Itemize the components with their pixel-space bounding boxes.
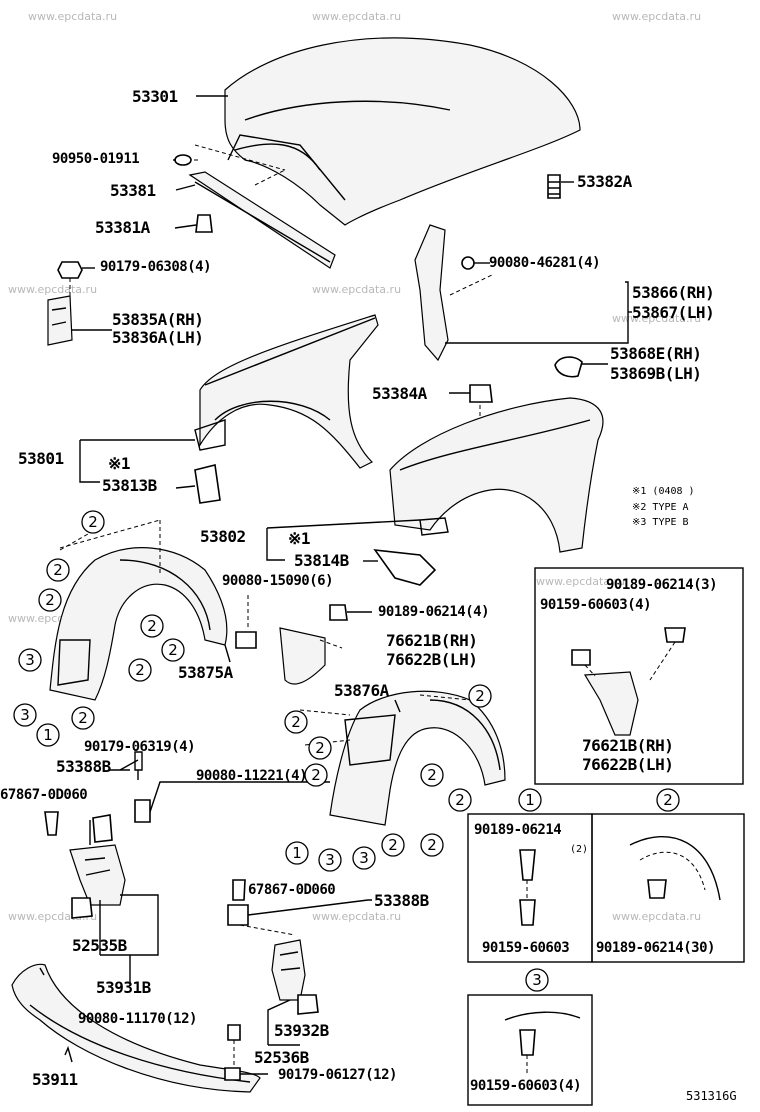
part-label-53381: 53381 — [110, 181, 156, 200]
part-label-90080-11221: 90080-11221(4) — [196, 768, 308, 784]
part-label-53802: 53802 — [200, 527, 246, 546]
part-label-90950-01911: 90950-01911 — [52, 151, 140, 167]
svg-text:1: 1 — [525, 791, 535, 809]
svg-text:2: 2 — [291, 713, 301, 731]
watermark: www.epcdata.ru — [612, 312, 702, 325]
part-label-53813B: 53813B — [102, 476, 157, 495]
part-label-76622B-type-a: 76622B(LH) — [386, 650, 478, 669]
watermark: www.epcdata.ru — [612, 910, 702, 923]
part-label-90159-60603-box1: 90159-60603 — [482, 940, 570, 956]
part-label-76621B-type-b: 76621B(RH) — [582, 736, 674, 755]
part-label-90080-46281: 90080-46281(4) — [489, 255, 601, 271]
part-label-53931B: 53931B — [96, 978, 151, 997]
svg-text:2: 2 — [53, 561, 63, 579]
part-label-90080-11170: 90080-11170(12) — [78, 1011, 197, 1027]
part-label-90189-06214-box1: 90189-06214 — [474, 822, 562, 838]
part-label-53876A: 53876A — [334, 681, 389, 700]
part-label-90080-15090: 90080-15090(6) — [222, 573, 334, 589]
svg-text:2: 2 — [475, 687, 485, 705]
part-label-53384A: 53384A — [372, 384, 427, 403]
svg-text:2: 2 — [45, 591, 55, 609]
part-label-76622B-type-b: 76622B(LH) — [582, 755, 674, 774]
part-label-53875A: 53875A — [178, 663, 233, 682]
part-label-90159-60603-box3: 90159-60603(4) — [470, 1078, 582, 1094]
left-fender-part — [194, 314, 379, 469]
svg-text:2: 2 — [663, 791, 673, 809]
watermark: www.epcdata.ru — [28, 10, 118, 23]
svg-text:3: 3 — [325, 851, 335, 869]
watermark: www.epcdata.ru — [312, 10, 402, 23]
part-label-90159-60603-4: 90159-60603(4) — [540, 597, 652, 613]
part-label-90189-06214-4: 90189-06214(4) — [378, 604, 490, 620]
part-label-53868E: 53868E(RH) — [610, 344, 702, 363]
part-label-90179-06127: 90179-06127(12) — [278, 1067, 397, 1083]
part-label-53835A: 53835A(RH) — [112, 310, 204, 329]
svg-text:2: 2 — [455, 791, 465, 809]
right-fender-part — [389, 397, 604, 553]
part-label-53388B-left: 53388B — [56, 757, 111, 776]
part-label-53836A: 53836A(LH) — [112, 328, 204, 347]
svg-text:2: 2 — [427, 766, 437, 784]
part-label-53866: 53866(RH) — [632, 283, 715, 302]
part-label-90189-06214-3: 90189-06214(3) — [606, 577, 718, 593]
part-label-67867-0D060-right: 67867-0D060 — [248, 882, 336, 898]
part-label-90189-06214-box2: 90189-06214(30) — [596, 940, 715, 956]
part-label-52535B: 52535B — [72, 936, 127, 955]
part-label-67867-0D060-left: 67867-0D060 — [0, 787, 88, 803]
part-label-53814B: 53814B — [294, 551, 349, 570]
svg-text:2: 2 — [88, 513, 98, 531]
watermark: www.epcdata.ru — [312, 283, 402, 296]
hood-hinge-part — [414, 224, 493, 362]
left-fender-liner-part — [49, 519, 228, 701]
hood-seal-part — [188, 171, 336, 269]
figure-reference: 531316G — [686, 1089, 737, 1103]
callout-circles: 2 2 2 2 3 2 2 3 2 1 2 2 2 2 2 2 1 3 3 2 … — [13, 510, 680, 992]
part-label-53932B: 53932B — [274, 1021, 329, 1040]
part-label-53388B-right: 53388B — [374, 891, 429, 910]
ref-mark-1: ※1 — [108, 454, 131, 473]
part-label-53301: 53301 — [132, 87, 178, 106]
svg-text:3: 3 — [532, 971, 542, 989]
part-label-90179-06319: 90179-06319(4) — [84, 739, 196, 755]
svg-text:1: 1 — [43, 726, 53, 744]
note-3: ※3 TYPE B — [632, 517, 689, 528]
watermark: www.epcdata.ru — [612, 10, 702, 23]
part-label-53911: 53911 — [32, 1070, 78, 1089]
watermark: www.epcdata.ru — [312, 910, 402, 923]
svg-text:2: 2 — [78, 709, 88, 727]
svg-text:3: 3 — [25, 651, 35, 669]
part-label-53869B: 53869B(LH) — [610, 364, 702, 383]
svg-text:2: 2 — [147, 617, 157, 635]
right-fender-liner-part — [299, 690, 506, 826]
part-label-53801: 53801 — [18, 449, 64, 468]
svg-text:3: 3 — [20, 706, 30, 724]
ref-mark-2: ※1 — [288, 529, 311, 548]
watermark: www.epcdata.ru — [536, 575, 626, 588]
watermark: www.epcdata.ru — [8, 283, 98, 296]
part-label-52536B: 52536B — [254, 1048, 309, 1067]
svg-text:1: 1 — [292, 844, 302, 862]
hood-part — [224, 37, 581, 226]
part-label-53382A: 53382A — [577, 172, 632, 191]
svg-text:2: 2 — [311, 766, 321, 784]
svg-text:2: 2 — [427, 836, 437, 854]
part-label-90179-06308: 90179-06308(4) — [100, 259, 212, 275]
svg-text:2: 2 — [315, 739, 325, 757]
part-label-76621B-type-a: 76621B(RH) — [386, 631, 478, 650]
note-1: ※1 (0408 ) — [632, 486, 695, 497]
svg-text:2: 2 — [135, 661, 145, 679]
part-label-53381A: 53381A — [95, 218, 150, 237]
note-2: ※2 TYPE A — [632, 502, 689, 513]
part-qty-box1: (2) — [570, 844, 589, 855]
svg-text:3: 3 — [359, 849, 369, 867]
svg-text:2: 2 — [388, 836, 398, 854]
part-label-53867: 53867(LH) — [632, 303, 715, 322]
svg-text:2: 2 — [168, 641, 178, 659]
